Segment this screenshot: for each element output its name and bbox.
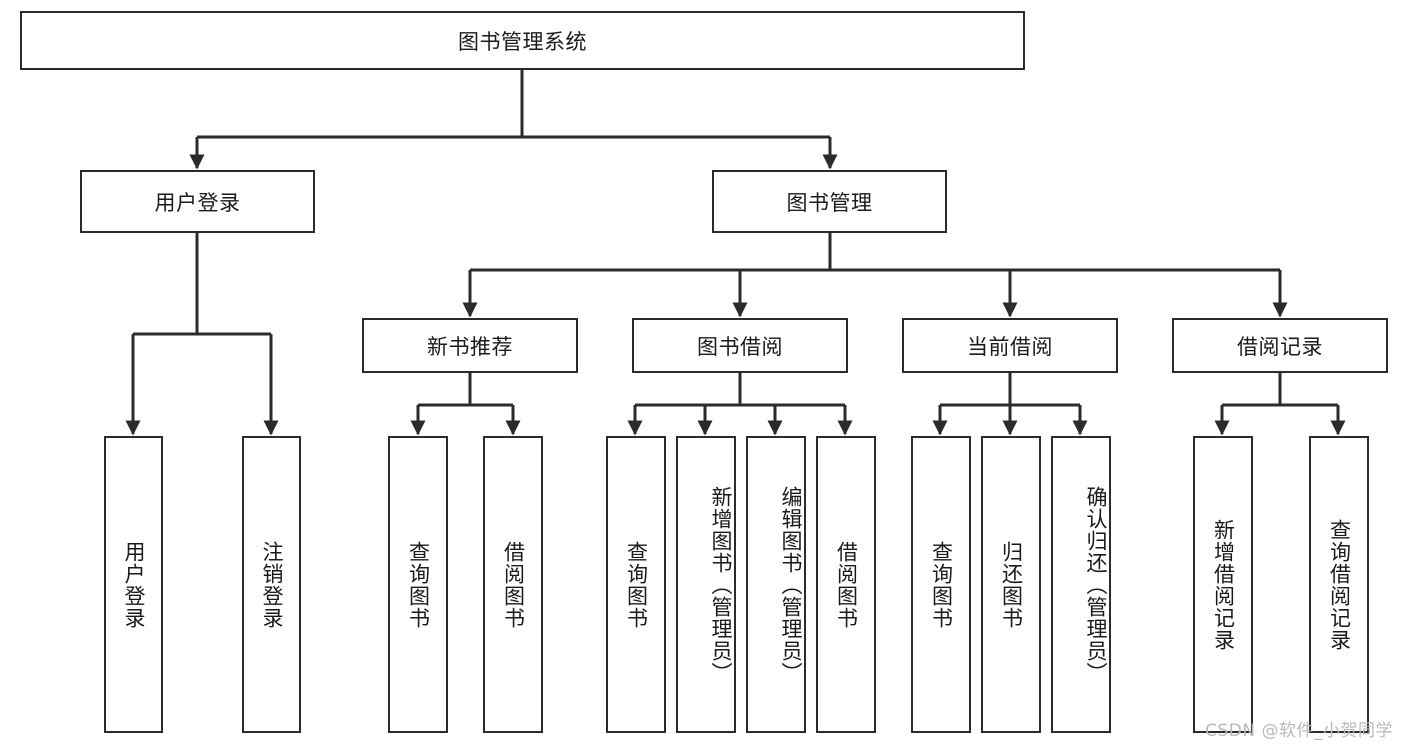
leaf-record-query-record[interactable]: 查询借阅记录: [1309, 436, 1369, 733]
leaf-borrow-edit-book-admin[interactable]: 编辑图书（管理员）: [746, 436, 806, 733]
leaf-current-query-book[interactable]: 查询图书: [911, 436, 971, 733]
node-borrow-record[interactable]: 借阅记录: [1172, 318, 1388, 373]
leaf-current-confirm-return-admin[interactable]: 确认归还（管理员）: [1051, 436, 1111, 733]
leaf-recommend-query-book[interactable]: 查询图书: [388, 436, 448, 733]
leaf-current-return-book[interactable]: 归还图书: [981, 436, 1041, 733]
node-user-login[interactable]: 用户登录: [80, 170, 315, 233]
leaf-borrow-borrow-book[interactable]: 借阅图书: [816, 436, 876, 733]
node-new-book-recommend[interactable]: 新书推荐: [362, 318, 578, 373]
leaf-user-login-logout[interactable]: 注销登录: [242, 436, 301, 733]
node-current-borrow[interactable]: 当前借阅: [902, 318, 1118, 373]
leaf-borrow-query-book[interactable]: 查询图书: [606, 436, 666, 733]
node-root-system[interactable]: 图书管理系统: [20, 11, 1025, 70]
leaf-recommend-borrow-book[interactable]: 借阅图书: [483, 436, 543, 733]
node-book-management[interactable]: 图书管理: [712, 170, 947, 233]
leaf-user-login-login[interactable]: 用户登录: [104, 436, 163, 733]
csdn-watermark: CSDN @软件_小贺同学: [1205, 721, 1393, 741]
node-book-borrow[interactable]: 图书借阅: [632, 318, 848, 373]
leaf-record-add-record[interactable]: 新增借阅记录: [1193, 436, 1253, 733]
leaf-borrow-add-book-admin[interactable]: 新增图书（管理员）: [676, 436, 736, 733]
